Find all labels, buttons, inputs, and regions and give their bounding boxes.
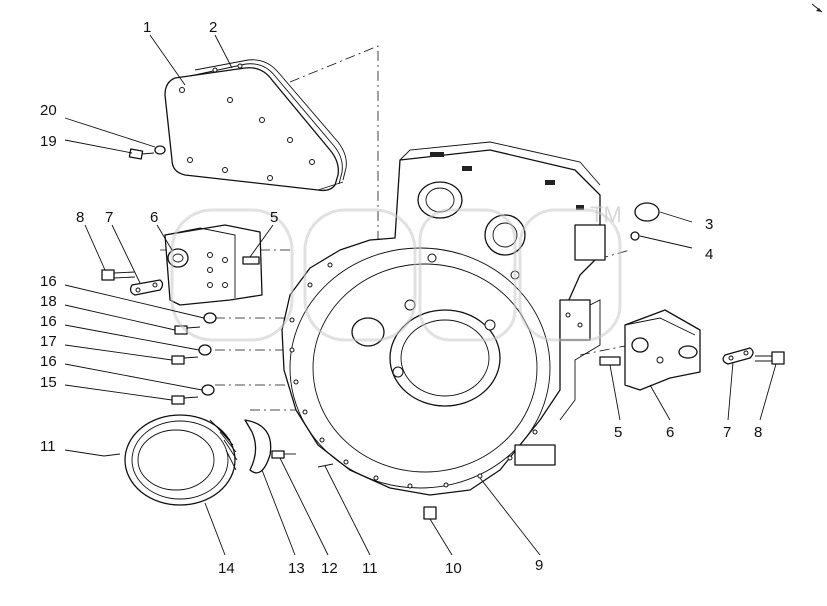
callout-14: 14	[218, 560, 235, 577]
callout-labels: 1 2 20 19 8 7 6 5 3 4 16 18 16 17 16 15 …	[40, 19, 762, 577]
pin-11-right	[317, 463, 334, 468]
left-lock-plate-7	[129, 279, 164, 296]
left-support-bracket	[164, 224, 263, 306]
bolt-17	[171, 355, 199, 365]
watermark-logo: TM	[170, 202, 622, 342]
callout-17: 17	[40, 333, 57, 350]
seal-segment-13	[244, 419, 272, 474]
callout-6-right: 6	[666, 424, 674, 441]
timing-cover	[164, 59, 347, 192]
ball-4	[630, 231, 640, 241]
right-dowel-5	[599, 356, 621, 366]
bolt-15	[171, 395, 199, 405]
left-bolt-8	[101, 269, 136, 281]
housing-bolt-holes	[289, 262, 538, 489]
bolt-with-washer-19-20	[128, 145, 166, 160]
washer-16-lower	[201, 384, 215, 396]
flywheel-ring-gear	[124, 414, 238, 506]
callout-9: 9	[535, 557, 543, 574]
callout-18: 18	[40, 293, 57, 310]
callout-leader-lines	[64, 34, 777, 556]
callout-11-bottom: 11	[362, 560, 378, 577]
callout-5-right: 5	[614, 424, 622, 441]
callout-10: 10	[445, 560, 462, 577]
callout-16-middle: 16	[40, 313, 57, 330]
callout-19: 19	[40, 133, 57, 150]
callout-4: 4	[705, 246, 713, 263]
callout-1: 1	[143, 19, 151, 36]
left-dowel-5	[242, 256, 260, 265]
callout-15: 15	[40, 374, 57, 391]
callout-16-upper: 16	[40, 273, 57, 290]
plug-10	[423, 506, 437, 520]
pin-11-left	[103, 453, 121, 457]
callout-8-right: 8	[754, 424, 762, 441]
callout-8-left: 8	[76, 209, 84, 226]
right-lock-plate-7	[722, 347, 754, 365]
right-bolt-8	[755, 351, 785, 365]
plug-3	[634, 202, 660, 222]
bolt-12	[271, 450, 296, 459]
washer-16-middle	[198, 344, 212, 356]
callout-12: 12	[321, 560, 338, 577]
callout-11-left: 11	[40, 438, 56, 455]
washer-16-upper	[203, 312, 217, 324]
watermark-tm-text: TM	[590, 202, 622, 227]
callout-7-left: 7	[105, 209, 113, 226]
callout-7-right: 7	[723, 424, 731, 441]
callout-2: 2	[209, 19, 217, 36]
flywheel-housing	[281, 141, 606, 496]
callout-6-left: 6	[150, 209, 158, 226]
callout-5-left: 5	[270, 209, 278, 226]
right-support-bracket	[624, 309, 701, 391]
callout-16-lower: 16	[40, 353, 57, 370]
corner-arrow-mark	[811, 3, 823, 13]
callout-3: 3	[705, 216, 713, 233]
callout-13: 13	[288, 560, 305, 577]
callout-20: 20	[40, 102, 57, 119]
